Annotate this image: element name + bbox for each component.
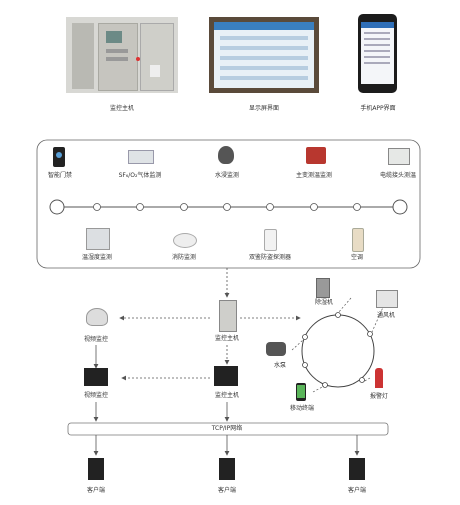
bus-node [180, 203, 188, 211]
air-conditioner-icon [352, 228, 364, 252]
smoke-detector-icon [173, 233, 197, 248]
sensor-label-transformer: 主变测温监测 [295, 172, 333, 179]
intrusion-detector-icon [264, 229, 277, 251]
tcp-ip-bar [67, 422, 389, 436]
bus-nodes [93, 203, 361, 211]
monitor-host-label: 监控主机 [109, 105, 135, 112]
mobile-app-photo [358, 14, 397, 93]
client-workstation-icon [88, 458, 104, 480]
bus-node [136, 203, 144, 211]
video-control-label: 视频监控 [83, 392, 109, 399]
humidity-sensor-icon [86, 228, 110, 250]
gas-sensor-icon [128, 150, 154, 164]
sensor-label-water: 水浸监测 [214, 172, 240, 179]
client-label: 客户端 [347, 487, 367, 494]
sensor-label-gas: SF₆/O₂气体监测 [118, 172, 162, 179]
dome-camera-icon [86, 308, 108, 326]
bus-node [266, 203, 274, 211]
client-label: 客户端 [86, 487, 106, 494]
sensor-label-ac: 空调 [350, 254, 364, 261]
pump-label: 水泵 [273, 362, 287, 369]
display-screen-label: 显示屏界面 [248, 105, 280, 112]
pump-icon [266, 342, 286, 356]
dehumidifier-icon [316, 278, 330, 298]
client-workstation-icon [219, 458, 235, 480]
sensor-label-humidity: 温湿度监测 [81, 254, 113, 261]
monitor-host-workstation-icon [214, 366, 238, 386]
transformer-icon [306, 147, 326, 164]
ventilator-icon [376, 290, 398, 308]
cable-sensor-icon [388, 148, 410, 165]
access-control-icon [53, 147, 65, 167]
ventilator-label: 通风机 [376, 312, 396, 319]
tcp-ip-label: TCP/IP网络 [211, 425, 243, 432]
video-monitor-label: 视频监控 [83, 336, 109, 343]
sensor-panel [36, 139, 421, 269]
display-screen-photo [209, 17, 319, 93]
device-ring [301, 314, 375, 388]
water-sensor-icon [218, 146, 234, 164]
monitor-host-2-label: 监控主机 [214, 392, 240, 399]
video-workstation-icon [84, 368, 108, 386]
alarm-light-label: 报警灯 [369, 393, 389, 400]
mobile-terminal-label: 移动终端 [289, 405, 315, 412]
monitor-host-1-label: 监控主机 [214, 335, 240, 342]
sensor-label-access: 智能门禁 [47, 172, 73, 179]
bus-end-left [49, 199, 65, 215]
bus-node [223, 203, 231, 211]
sensor-label-intrusion: 双鉴防盗探测器 [248, 254, 292, 261]
dehumidifier-label: 除湿机 [314, 299, 334, 306]
bus-node [93, 203, 101, 211]
alarm-light-icon [375, 368, 383, 388]
monitor-host-cabinet-icon [219, 300, 237, 332]
bus-node [310, 203, 318, 211]
mobile-terminal-icon [296, 383, 306, 401]
sensor-label-fire: 消防监测 [171, 254, 197, 261]
client-label: 客户端 [217, 487, 237, 494]
monitor-host-photo [66, 17, 178, 93]
mobile-app-label: 手机APP界面 [360, 105, 396, 112]
bus-node [353, 203, 361, 211]
client-workstation-icon [349, 458, 365, 480]
sensor-label-cable: 电缆接头测温 [379, 172, 417, 179]
bus-end-right [392, 199, 408, 215]
